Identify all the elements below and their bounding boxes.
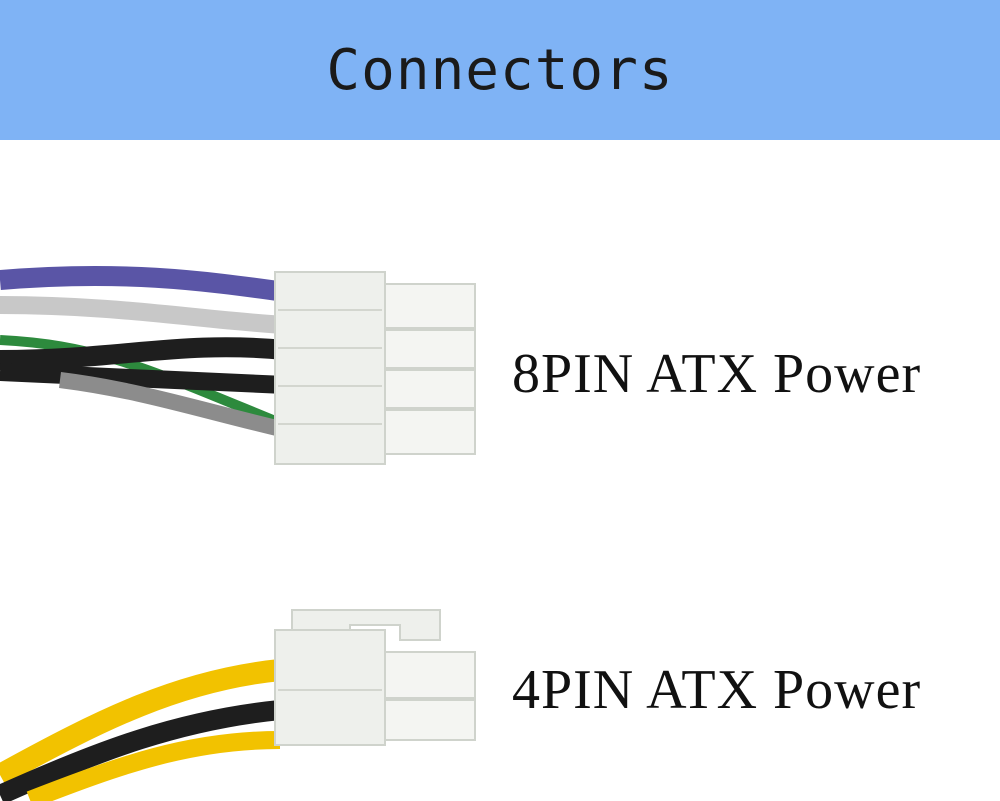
8pin-atx-power-label: 8PIN ATX Power (512, 343, 922, 405)
8pin-connector-photo-icon (0, 265, 476, 465)
header-banner: Connectors (0, 0, 1000, 140)
4pin-connector-photo-icon (0, 609, 476, 801)
4pin-atx-power-label: 4PIN ATX Power (512, 659, 922, 721)
page-title: Connectors (326, 37, 674, 103)
